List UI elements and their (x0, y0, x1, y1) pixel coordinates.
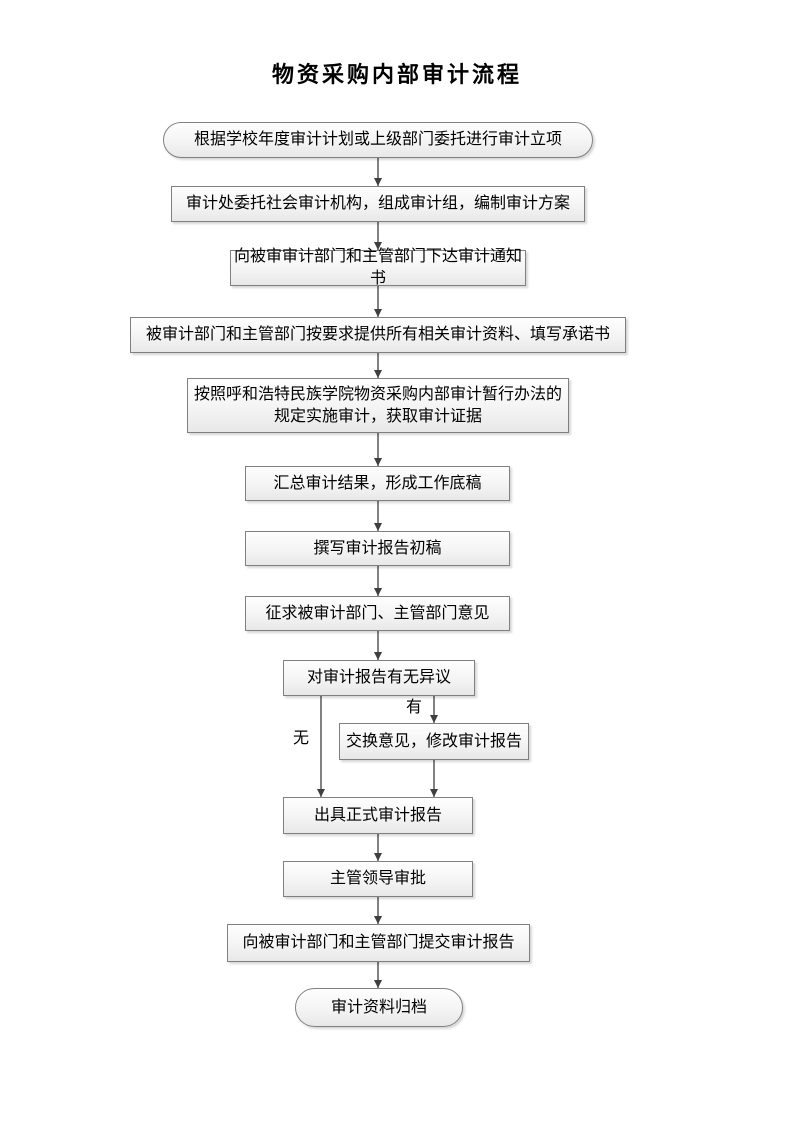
flow-node-label: 按照呼和浩特民族学院物资采购内部审计暂行办法的规定实施审计，获取审计证据 (194, 385, 563, 425)
flow-node-submit-report: 向被审计部门和主管部门提交审计报告 (227, 924, 530, 962)
flow-node-label: 被审计部门和主管部门按要求提供所有相关审计资料、填写承诺书 (145, 326, 610, 343)
flow-node-label: 征求被审计部门、主管部门意见 (265, 604, 490, 622)
flow-node-leader-approval: 主管领导审批 (283, 861, 473, 897)
flow-node-start: 根据学校年度审计计划或上级部门委托进行审计立项 (163, 122, 593, 158)
branch-label-no: 无 (293, 730, 310, 747)
flow-node-provide-materials: 被审计部门和主管部门按要求提供所有相关审计资料、填写承诺书 (130, 317, 626, 353)
flow-node-implement-audit: 按照呼和浩特民族学院物资采购内部审计暂行办法的规定实施审计，获取审计证据 (187, 378, 569, 433)
flow-node-issue-formal-report: 出具正式审计报告 (283, 797, 473, 834)
flow-node-seek-opinions: 征求被审计部门、主管部门意见 (245, 596, 510, 631)
flow-node-label: 对审计报告有无异议 (306, 669, 451, 686)
flow-node-draft-report: 撰写审计报告初稿 (245, 531, 510, 566)
flow-node-label: 向被审计部门和主管部门提交审计报告 (242, 934, 515, 951)
flow-node-label: 汇总审计结果，形成工作底稿 (273, 474, 482, 492)
flow-node-label: 审计资料归档 (330, 998, 427, 1016)
flow-node-label: 出具正式审计报告 (313, 806, 442, 824)
flow-node-summarize-results: 汇总审计结果，形成工作底稿 (245, 466, 510, 501)
flow-node-archive: 审计资料归档 (295, 988, 463, 1027)
page-title: 物资采购内部审计流程 (271, 62, 522, 87)
branch-label-yes: 有 (406, 699, 423, 716)
flow-node-objection-decision: 对审计报告有无异议 (283, 660, 475, 696)
flow-node-label: 审计处委托社会审计机构，组成审计组，编制审计方案 (185, 195, 570, 212)
flow-node-label: 交换意见，修改审计报告 (345, 732, 522, 750)
flow-node-label: 根据学校年度审计计划或上级部门委托进行审计立项 (193, 131, 562, 148)
flow-node-form-audit-team: 审计处委托社会审计机构，组成审计组，编制审计方案 (171, 186, 585, 222)
flow-node-exchange-revise: 交换意见，修改审计报告 (339, 723, 529, 760)
flow-node-label: 向被审审计部门和主管部门下达审计通知书 (233, 248, 522, 287)
flow-node-label: 撰写审计报告初稿 (313, 539, 442, 557)
flow-node-label: 主管领导审批 (329, 870, 426, 887)
flow-node-issue-audit-notice: 向被审审计部门和主管部门下达审计通知书 (230, 248, 526, 287)
